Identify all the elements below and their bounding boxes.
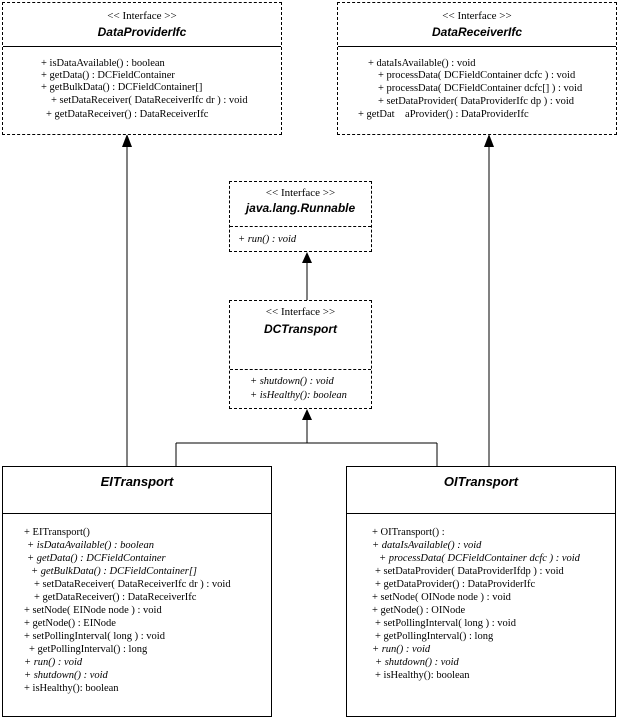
runnable-name: java.lang.Runnable [245,201,356,215]
eitransport-op: + getNode() : EINode [24,618,116,629]
eitransport-class-box: EITransport + EITransport() + isDataAvai… [2,466,272,717]
eitransport-divider [3,513,271,514]
eitransport-op: + shutdown() : void [24,670,108,681]
oitransport-op: + run() : void [372,644,431,655]
receiver-op: + getDat aProvider() : DataProviderIfc [358,109,529,120]
oitransport-divider [347,513,615,514]
oitransport-op: + setPollingInterval( long ) : void [375,618,516,629]
oitransport-op: + shutdown() : void [375,657,459,668]
provider-interface-box: << Interface >> DataProviderIfc + isData… [2,2,282,135]
eitransport-op: + setPollingInterval( long ) : void [24,631,165,642]
dctransport-op: + isHealthy(): boolean [250,390,347,401]
receiver-op: + dataIsAvailable() : void [368,58,476,69]
dctransport-arrowhead [302,409,312,420]
provider-op: + getDataReceiver() : DataReceiverIfc [46,109,209,120]
eitransport-op: + isHealthy(): boolean [24,683,119,694]
runnable-divider [230,226,371,227]
dctransport-stereotype: << Interface >> [265,306,336,318]
receiver-arrowhead [484,134,494,147]
dctransport-interface-box: << Interface >> DCTransport + shutdown()… [229,300,372,409]
provider-stereotype: << Interface >> [107,10,177,22]
oitransport-class-box: OITransport + OITransport() : + dataIsAv… [346,466,616,717]
receiver-op: + processData( DCFieldContainer dcfc ) :… [378,70,576,81]
eitransport-op: + setDataReceiver( DataReceiverIfc dr ) … [34,579,231,590]
oitransport-op: + isHealthy(): boolean [375,670,470,681]
receiver-interface-box: << Interface >> DataReceiverIfc + dataIs… [337,2,617,135]
oitransport-op: + getPollingInterval() : long [375,631,494,642]
eitransport-op: + run() : void [24,657,83,668]
receiver-op: + processData( DCFieldContainer dcfc[] )… [378,83,583,94]
dctransport-op: + shutdown() : void [250,376,334,387]
oitransport-op: + setNode( OINode node ) : void [372,592,511,603]
oitransport-name: OITransport [443,474,519,489]
oitransport-op: + setDataProvider( DataProviderIfdp ) : … [375,566,564,577]
eitransport-name: EITransport [100,474,174,489]
oitransport-op: + OITransport() : [372,527,445,538]
dctransport-divider [230,369,371,370]
receiver-divider [338,46,616,47]
eitransport-op: + getBulkData() : DCFieldContainer[] [31,566,198,577]
provider-op: + setDataReceiver( DataReceiverIfc dr ) … [51,95,248,106]
runnable-stereotype: << Interface >> [265,187,336,199]
provider-divider [3,46,281,47]
provider-op: + getBulkData() : DCFieldContainer[] [41,82,203,93]
receiver-name: DataReceiverIfc [431,25,523,39]
dctransport-name: DCTransport [263,322,338,336]
provider-arrowhead [122,134,132,147]
runnable-arrowhead [302,252,312,263]
provider-op: + getData() : DCFieldContainer [41,70,175,81]
eitransport-op: + setNode( EINode node ) : void [24,605,162,616]
provider-op: + isDataAvailable() : boolean [41,58,165,69]
runnable-interface-box: << Interface >> java.lang.Runnable + run… [229,181,372,252]
eitransport-op: + isDataAvailable() : boolean [27,540,154,551]
runnable-op: + run() : void [238,234,297,245]
oitransport-op: + processData( DCFieldContainer dcfc ) :… [379,553,580,564]
receiver-stereotype: << Interface >> [442,10,512,22]
provider-name: DataProviderIfc [97,25,187,39]
oitransport-op: + dataIsAvailable() : void [372,540,482,551]
oitransport-op: + getDataProvider() : DataProviderIfc [375,579,536,590]
oitransport-op: + getNode() : OINode [372,605,466,616]
eitransport-op: + getData() : DCFieldContainer [27,553,166,564]
eitransport-op: + getDataReceiver() : DataReceiverIfc [34,592,197,603]
eitransport-op: + getPollingInterval() : long [29,644,148,655]
receiver-op: + setDataProvider( DataProviderIfc dp ) … [378,96,575,107]
eitransport-op: + EITransport() [24,527,90,538]
